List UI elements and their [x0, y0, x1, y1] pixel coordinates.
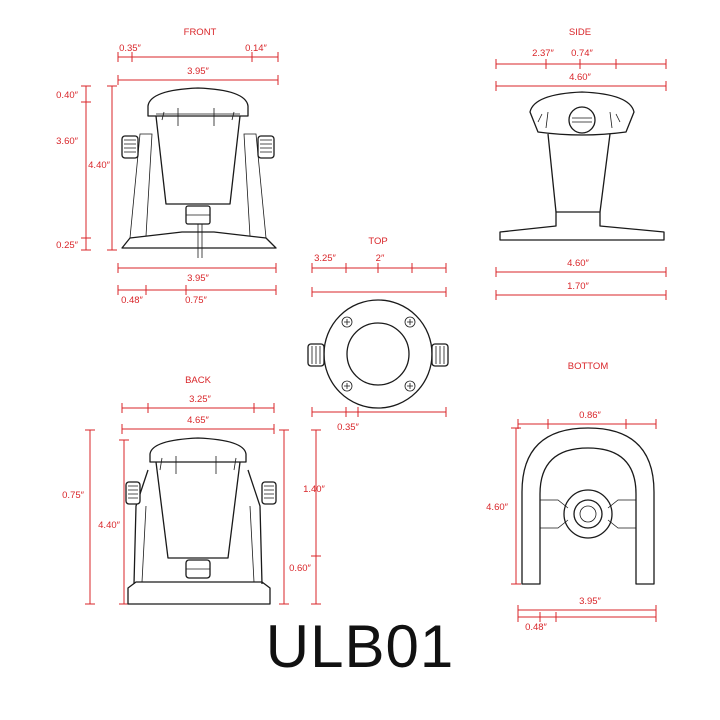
- bottom-view: BOTTOM 0.86″ 4.60″ 3.95″ 0.48″: [486, 361, 657, 633]
- back-dim-3.25: 3.25″: [189, 394, 211, 405]
- front-view-label: FRONT: [184, 27, 217, 38]
- top-dim-3.25: 3.25″: [314, 253, 336, 264]
- bottom-dim-height: 4.60″: [486, 502, 508, 513]
- top-view: TOP 3.25″ 2″ 0.35″: [307, 236, 449, 433]
- back-view: BACK 3.25″ 4.65″ 0.75″ 4.40″ 1.40″ 0.60″: [62, 375, 326, 605]
- front-dim-0.75: 0.75″: [185, 295, 207, 306]
- front-dim-h-top: 0.40″: [56, 90, 78, 101]
- bottom-dim-width: 3.95″: [579, 596, 601, 607]
- bottom-view-label: BOTTOM: [568, 361, 609, 372]
- front-dim-0.35: 0.35″: [119, 43, 141, 54]
- side-dim-base-depth: 1.70″: [567, 281, 589, 292]
- front-dim-h-base: 0.25″: [56, 240, 78, 251]
- front-dim-h-total: 4.40″: [88, 160, 110, 171]
- back-dim-h-total: 4.40″: [98, 520, 120, 531]
- back-dim-width: 4.65″: [187, 415, 209, 426]
- side-view-label: SIDE: [569, 27, 591, 38]
- front-view: FRONT 0.35″ 0.14″ 3.95″ 0.40″ 3.60″ 0.25…: [56, 27, 279, 306]
- top-view-label: TOP: [368, 236, 387, 247]
- front-dim-h-mid: 3.60″: [56, 136, 78, 147]
- side-dim-0.74: 0.74″: [571, 48, 593, 59]
- side-view: SIDE 2.37″ 0.74″ 4.60″ 4.60″ 1.70″: [495, 27, 667, 300]
- top-dim-0.35: 0.35″: [337, 422, 359, 433]
- back-view-label: BACK: [185, 375, 212, 386]
- model-number: ULB01: [265, 613, 455, 680]
- bottom-dim-0.86: 0.86″: [579, 410, 601, 421]
- bottom-dim-0.48: 0.48″: [525, 622, 547, 633]
- front-dim-width: 3.95″: [187, 66, 209, 77]
- front-dim-base-width: 3.95″: [187, 273, 209, 284]
- side-dim-2.37: 2.37″: [532, 48, 554, 59]
- back-dim-1.40: 1.40″: [303, 484, 325, 495]
- back-dim-0.60: 0.60″: [289, 563, 311, 574]
- front-dim-0.14: 0.14″: [245, 43, 267, 54]
- side-dim-base-width: 4.60″: [567, 258, 589, 269]
- front-dim-0.48: 0.48″: [121, 295, 143, 306]
- top-dim-2: 2″: [376, 253, 385, 264]
- back-dim-0.75: 0.75″: [62, 490, 84, 501]
- side-dim-width: 4.60″: [569, 72, 591, 83]
